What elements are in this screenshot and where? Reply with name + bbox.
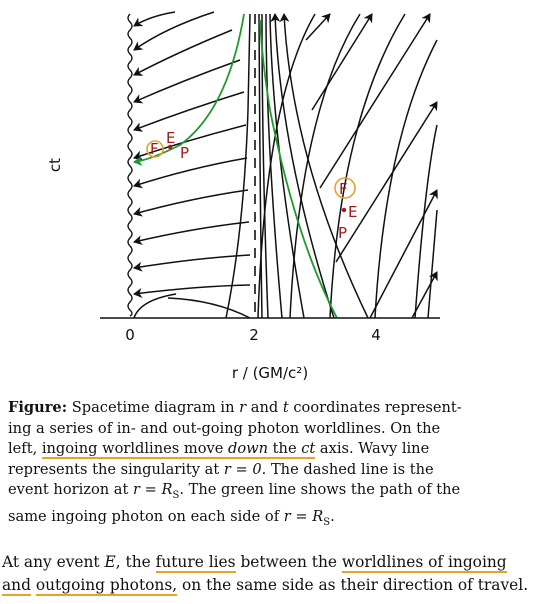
subscript: S	[172, 490, 180, 502]
outgoing-worldline	[369, 189, 438, 319]
x-tick-label: 0	[125, 326, 135, 344]
interior-worldline	[133, 91, 245, 132]
interior-worldline	[167, 297, 251, 319]
event-dot-right	[341, 207, 347, 213]
caption-text: . The dashed line is the event horizon a…	[8, 460, 434, 499]
interior-worldline	[133, 11, 215, 51]
caption-text: and	[246, 399, 283, 416]
event-label-P-right: P	[338, 224, 347, 242]
interior-worldline	[133, 11, 176, 27]
equation: r = R	[132, 481, 173, 499]
var-r: r	[239, 399, 247, 416]
caption-text: coordinates represent-ing a series of in…	[8, 399, 462, 458]
y-axis-label: ct	[46, 158, 64, 172]
figure-caption: Figure: Spacetime diagram in r and t coo…	[8, 398, 470, 533]
underlined-worldlines: worldlines of ingoing and	[2, 553, 507, 596]
underlined-phrase: ingoing worldlines move down the ct	[41, 440, 316, 460]
outgoing-worldline	[265, 13, 283, 319]
interior-worldline	[133, 221, 250, 246]
event-dot-left	[167, 144, 173, 150]
interior-worldline	[133, 157, 248, 189]
ingoing-worldline	[414, 124, 438, 319]
green-ingoing-photon-outside	[259, 19, 338, 319]
subscript: S	[323, 516, 331, 528]
interior-worldline	[133, 59, 241, 104]
equation: r = 0	[223, 460, 262, 478]
interior-worldline	[133, 29, 233, 76]
caption-text: .	[330, 507, 335, 525]
outgoing-worldline	[279, 13, 369, 319]
var-E: E	[104, 553, 116, 571]
interior-worldline	[133, 124, 247, 161]
future-highlight-circle-left	[146, 140, 164, 158]
outgoing-worldline	[305, 13, 331, 41]
ingoing-worldline	[257, 13, 316, 319]
x-tick-label: 4	[371, 326, 381, 344]
future-highlight-circle-right	[334, 177, 356, 199]
event-label-F-left: F	[150, 140, 159, 158]
event-label-P-left: P	[180, 144, 189, 162]
caption-label: Figure:	[8, 399, 68, 416]
outgoing-worldline	[311, 13, 373, 111]
x-tick-label: 2	[249, 326, 259, 344]
x-axis-label: r / (GM/c²)	[232, 364, 308, 382]
outgoing-worldline	[335, 101, 438, 263]
outgoing-near-horizon	[258, 13, 369, 319]
outgoing-worldline	[269, 13, 305, 319]
interior-worldline	[225, 13, 251, 319]
underlined-future-lies: future lies	[155, 553, 236, 573]
interior-worldline	[133, 284, 251, 298]
interior-worldlines	[133, 11, 251, 319]
outer-ingoing-worldlines	[257, 13, 438, 319]
green-ingoing-photon-inside	[133, 13, 245, 166]
outgoing-worldline	[270, 13, 335, 319]
interior-worldline	[133, 293, 177, 319]
event-label-E-right: E	[348, 203, 357, 221]
caption-text: axis. Wavy line represents the singulari…	[8, 440, 430, 478]
caption-text: Spacetime diagram in	[67, 399, 240, 416]
ingoing-worldline	[374, 39, 438, 319]
handwritten-note: At any event E, the future lies between …	[2, 553, 529, 596]
ingoing-worldline	[329, 13, 406, 319]
interior-worldline	[133, 254, 251, 272]
event-label-E-left: E	[166, 129, 175, 147]
spacetime-diagram: 0 2 4 r / (GM/c²) ct F E P F E P	[46, 11, 440, 382]
ingoing-worldline	[289, 13, 361, 319]
var-t: t	[282, 399, 289, 416]
interior-worldline	[133, 189, 249, 217]
underlined-outgoing-photons: outgoing photons,	[35, 576, 178, 596]
ingoing-worldline	[427, 209, 438, 319]
event-label-F-right: F	[339, 180, 348, 198]
outgoing-worldline	[411, 271, 438, 319]
equation: r = R	[283, 507, 324, 525]
outgoing-worldline	[258, 13, 263, 319]
outgoing-worldline	[319, 13, 431, 189]
caption-text: . The green line shows the path of the s…	[8, 481, 461, 525]
singularity-wavy-line	[127, 13, 133, 317]
outer-outgoing-worldlines	[305, 13, 438, 319]
